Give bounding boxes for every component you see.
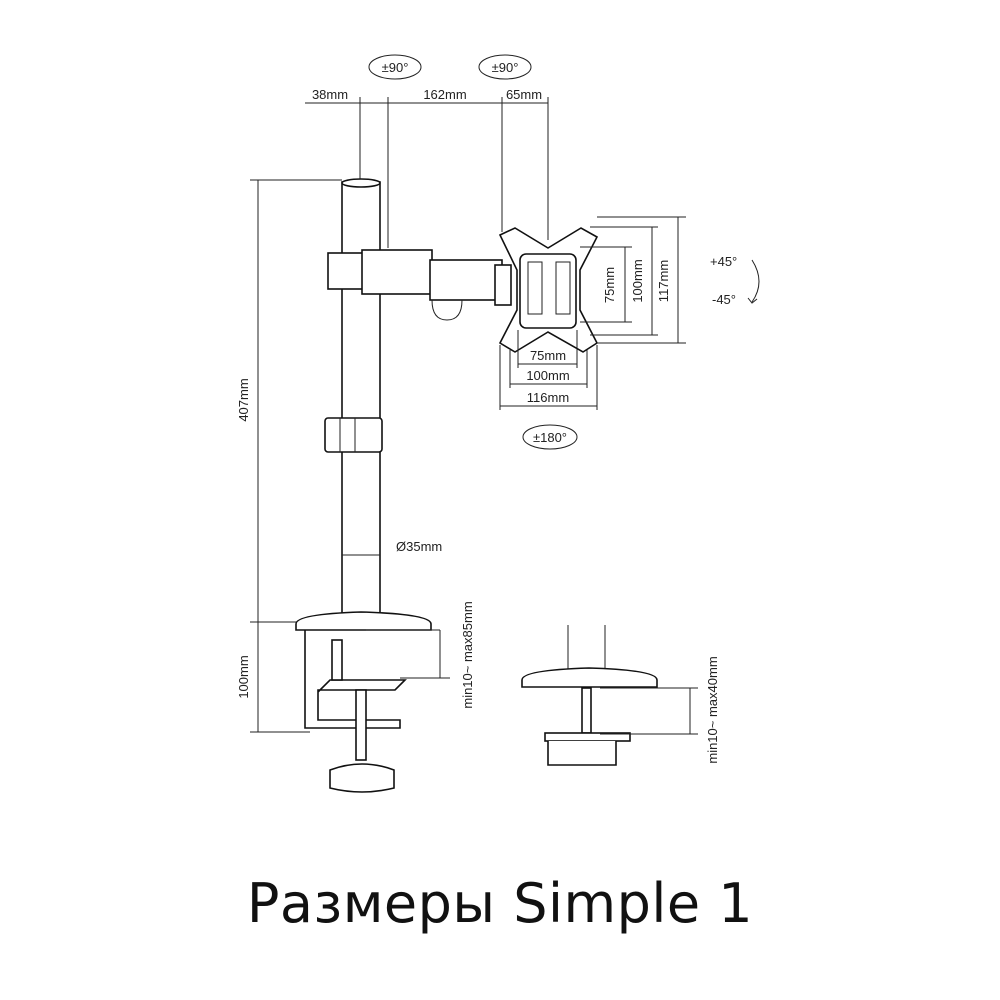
svg-text:±90°: ±90° xyxy=(382,60,409,75)
svg-text:116mm: 116mm xyxy=(527,390,569,405)
tilt-indicator: +45° -45° xyxy=(710,254,760,307)
svg-text:117mm: 117mm xyxy=(656,260,671,302)
pole: Ø35mm xyxy=(324,178,442,616)
svg-text:75mm: 75mm xyxy=(530,348,566,363)
arm xyxy=(327,249,512,321)
svg-text:-45°: -45° xyxy=(712,292,736,307)
svg-text:65mm: 65mm xyxy=(506,87,542,102)
rotation-icon-right: ±90° xyxy=(478,54,532,80)
svg-text:min10~ max85mm: min10~ max85mm xyxy=(460,601,475,708)
page-title: Размеры Simple 1 xyxy=(246,872,754,935)
rotation-icon-180: ±180° xyxy=(522,424,578,450)
svg-text:100mm: 100mm xyxy=(236,655,251,698)
svg-text:±180°: ±180° xyxy=(533,430,567,445)
svg-text:min10~ max40mm: min10~ max40mm xyxy=(705,656,720,763)
vesa-horizontal-dims: 75mm 100mm 116mm xyxy=(499,330,598,410)
svg-text:38mm: 38mm xyxy=(312,87,348,102)
clamp-a: min10~ max85mm xyxy=(295,601,475,793)
clamp-b: min10~ max40mm xyxy=(521,625,720,766)
svg-text:Ø35mm: Ø35mm xyxy=(396,539,442,554)
rotation-icon-left: ±90° xyxy=(368,54,422,80)
top-dimension: 38mm 162mm 65mm xyxy=(305,87,549,248)
svg-text:100mm: 100mm xyxy=(630,259,645,302)
height-dimension: 407mm 100mm xyxy=(236,179,342,733)
svg-text:±90°: ±90° xyxy=(492,60,519,75)
svg-text:+45°: +45° xyxy=(710,254,737,269)
svg-text:100mm: 100mm xyxy=(526,368,569,383)
vesa-vertical-dims: 75mm 100mm 117mm xyxy=(580,216,686,344)
svg-text:162mm: 162mm xyxy=(423,87,466,102)
svg-text:407mm: 407mm xyxy=(236,378,251,421)
svg-text:75mm: 75mm xyxy=(602,267,617,303)
